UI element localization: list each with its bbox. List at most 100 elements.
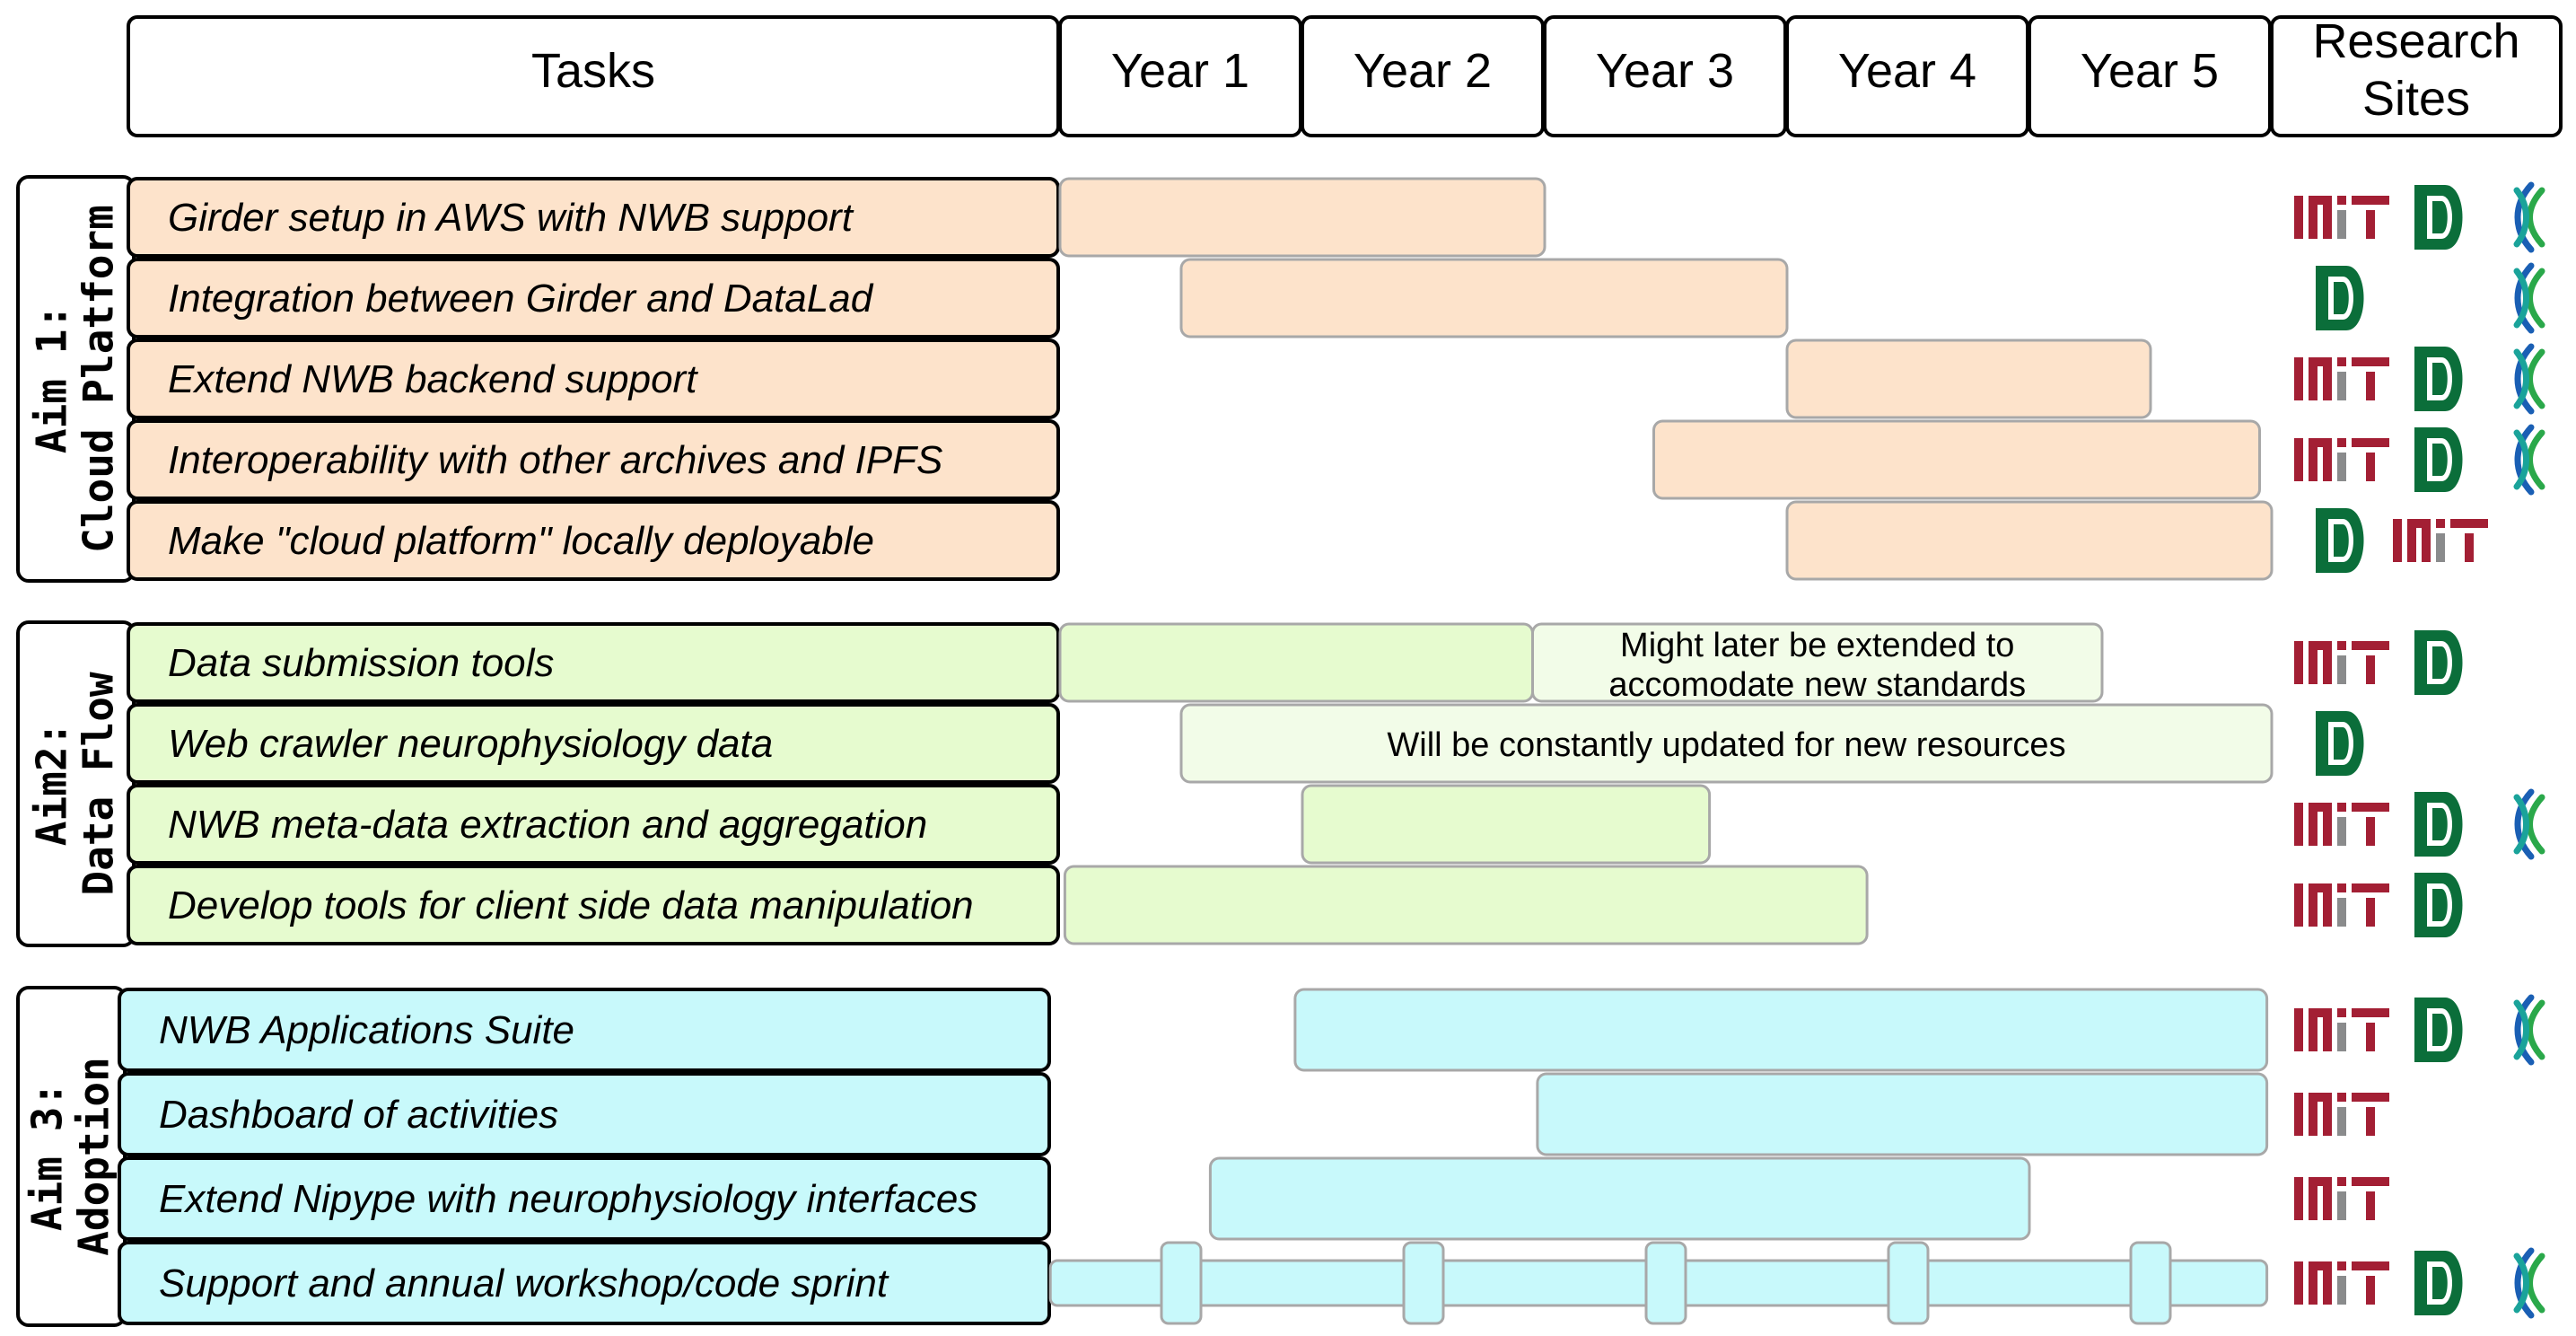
task-label: Interoperability with other archives and… <box>168 438 942 482</box>
workshop-marker <box>1160 1241 1203 1325</box>
task-label: NWB Applications Suite <box>159 1008 574 1052</box>
aim-subtitle: Data Flow <box>74 672 123 896</box>
kitware-logo <box>2513 424 2545 496</box>
research-sites <box>2294 181 2545 253</box>
year-1-header: Year 1 <box>1111 44 1249 98</box>
aim-sections: Aim 1:Cloud Platform Girder setup in AWS … <box>16 175 2545 1327</box>
task-row: Interoperability with other archives and… <box>127 419 2545 500</box>
research-sites <box>2294 873 2463 937</box>
task-row: Girder setup in AWS with NWB support <box>127 177 2545 258</box>
kitware-logo <box>2513 788 2545 860</box>
research-sites <box>2294 788 2545 860</box>
workshop-marker <box>2129 1241 2172 1325</box>
task-label: Web crawler neurophysiology data <box>168 722 773 766</box>
timeline-bar <box>1058 177 1546 258</box>
dartmouth-logo <box>2414 998 2463 1062</box>
task-row: Develop tools for client side data manip… <box>127 865 2463 945</box>
task-row: NWB meta-data extraction and aggregation <box>127 784 2545 865</box>
extension-bar <box>1531 622 2104 703</box>
timeline-bar <box>1179 258 1789 338</box>
research-sites <box>2316 262 2545 334</box>
research-sites <box>2316 508 2488 573</box>
dartmouth-logo <box>2316 508 2364 573</box>
task-cell <box>127 622 1060 703</box>
task-cell <box>127 177 1060 258</box>
aim-title: Aim 3: <box>23 1082 72 1231</box>
task-row: Dashboard of activities <box>118 1072 2389 1156</box>
kitware-logo <box>2513 181 2545 253</box>
mit-logo <box>2294 1008 2389 1051</box>
aim-label-box <box>16 986 127 1327</box>
research-sites <box>2294 1093 2389 1136</box>
aim-title: Aim 1: <box>28 304 76 453</box>
dartmouth-logo <box>2414 427 2463 492</box>
timeline-bar <box>1063 865 1869 945</box>
task-cell <box>118 988 1051 1072</box>
timeline-bar <box>1179 703 2274 784</box>
task-row: NWB Applications Suite <box>118 988 2545 1072</box>
dartmouth-logo <box>2414 185 2463 250</box>
aim-subtitle: Adoption <box>70 1057 118 1256</box>
aim-subtitle: Cloud Platform <box>74 205 123 553</box>
dartmouth-logo <box>2414 347 2463 411</box>
extension-note-line2: accomodate new standards <box>1608 666 2026 704</box>
task-row: Extend Nipype with neurophysiology inter… <box>118 1156 2389 1241</box>
header-row: Tasks Year 1 Year 2 Year 3 Year 4 Year 5… <box>127 14 2563 137</box>
mit-logo <box>2294 438 2389 481</box>
year-4-header: Year 4 <box>1838 44 1976 98</box>
workshop-marker <box>1887 1241 1930 1325</box>
timeline-bar <box>1301 784 1712 865</box>
task-row: Integration between Girder and DataLad <box>127 258 2545 338</box>
mit-logo <box>2294 641 2389 684</box>
timeline-bar <box>1208 1156 2031 1241</box>
mit-logo <box>2294 1177 2389 1220</box>
research-sites-header-line1: Research <box>2312 14 2519 68</box>
workshop-marker <box>1402 1241 1445 1325</box>
task-cell <box>127 419 1060 500</box>
year-2-header: Year 2 <box>1354 44 1492 98</box>
task-cell <box>118 1072 1051 1156</box>
task-cell <box>127 258 1060 338</box>
mit-logo <box>2294 1093 2389 1136</box>
mit-logo <box>2294 1261 2389 1305</box>
timeline-bar <box>1652 419 2261 500</box>
dartmouth-logo <box>2414 792 2463 857</box>
task-label: Girder setup in AWS with NWB support <box>168 196 854 240</box>
tasks-header: Tasks <box>531 44 655 98</box>
research-sites <box>2316 711 2364 776</box>
mit-logo <box>2294 883 2389 927</box>
research-sites <box>2294 424 2545 496</box>
task-label: Extend Nipype with neurophysiology inter… <box>159 1177 977 1221</box>
task-cell <box>127 338 1060 419</box>
research-sites-header-line2: Sites <box>2362 72 2470 126</box>
dartmouth-logo <box>2316 711 2364 776</box>
timeline-bar <box>1536 1072 2269 1156</box>
aim-section-3: Aim 3:Adoption NWB Applications SuiteDash… <box>16 986 2545 1327</box>
aim-title: Aim2: <box>28 722 76 846</box>
aim-label-box <box>16 620 136 947</box>
aim-section-1: Aim 1:Cloud Platform Girder setup in AWS … <box>16 175 2545 583</box>
timeline-bar <box>1785 500 2274 581</box>
task-label: Data submission tools <box>168 641 554 685</box>
task-label: Dashboard of activities <box>159 1093 558 1137</box>
task-label: Extend NWB backend support <box>168 357 698 401</box>
research-sites <box>2294 1177 2389 1220</box>
year-3-header: Year 3 <box>1596 44 1734 98</box>
task-cell <box>127 865 1060 945</box>
task-label: Integration between Girder and DataLad <box>168 277 874 321</box>
research-sites <box>2294 994 2545 1066</box>
task-cell <box>118 1156 1051 1241</box>
kitware-logo <box>2513 262 2545 334</box>
task-cell <box>127 500 1060 581</box>
task-label: Support and annual workshop/code sprint <box>159 1261 889 1305</box>
dartmouth-logo <box>2414 630 2463 695</box>
task-label: NWB meta-data extraction and aggregation <box>168 803 927 847</box>
timeline-bar <box>1293 988 2269 1072</box>
timeline-bar <box>1785 338 2152 419</box>
dartmouth-logo <box>2414 1251 2463 1315</box>
task-row: Extend NWB backend support <box>127 338 2545 419</box>
